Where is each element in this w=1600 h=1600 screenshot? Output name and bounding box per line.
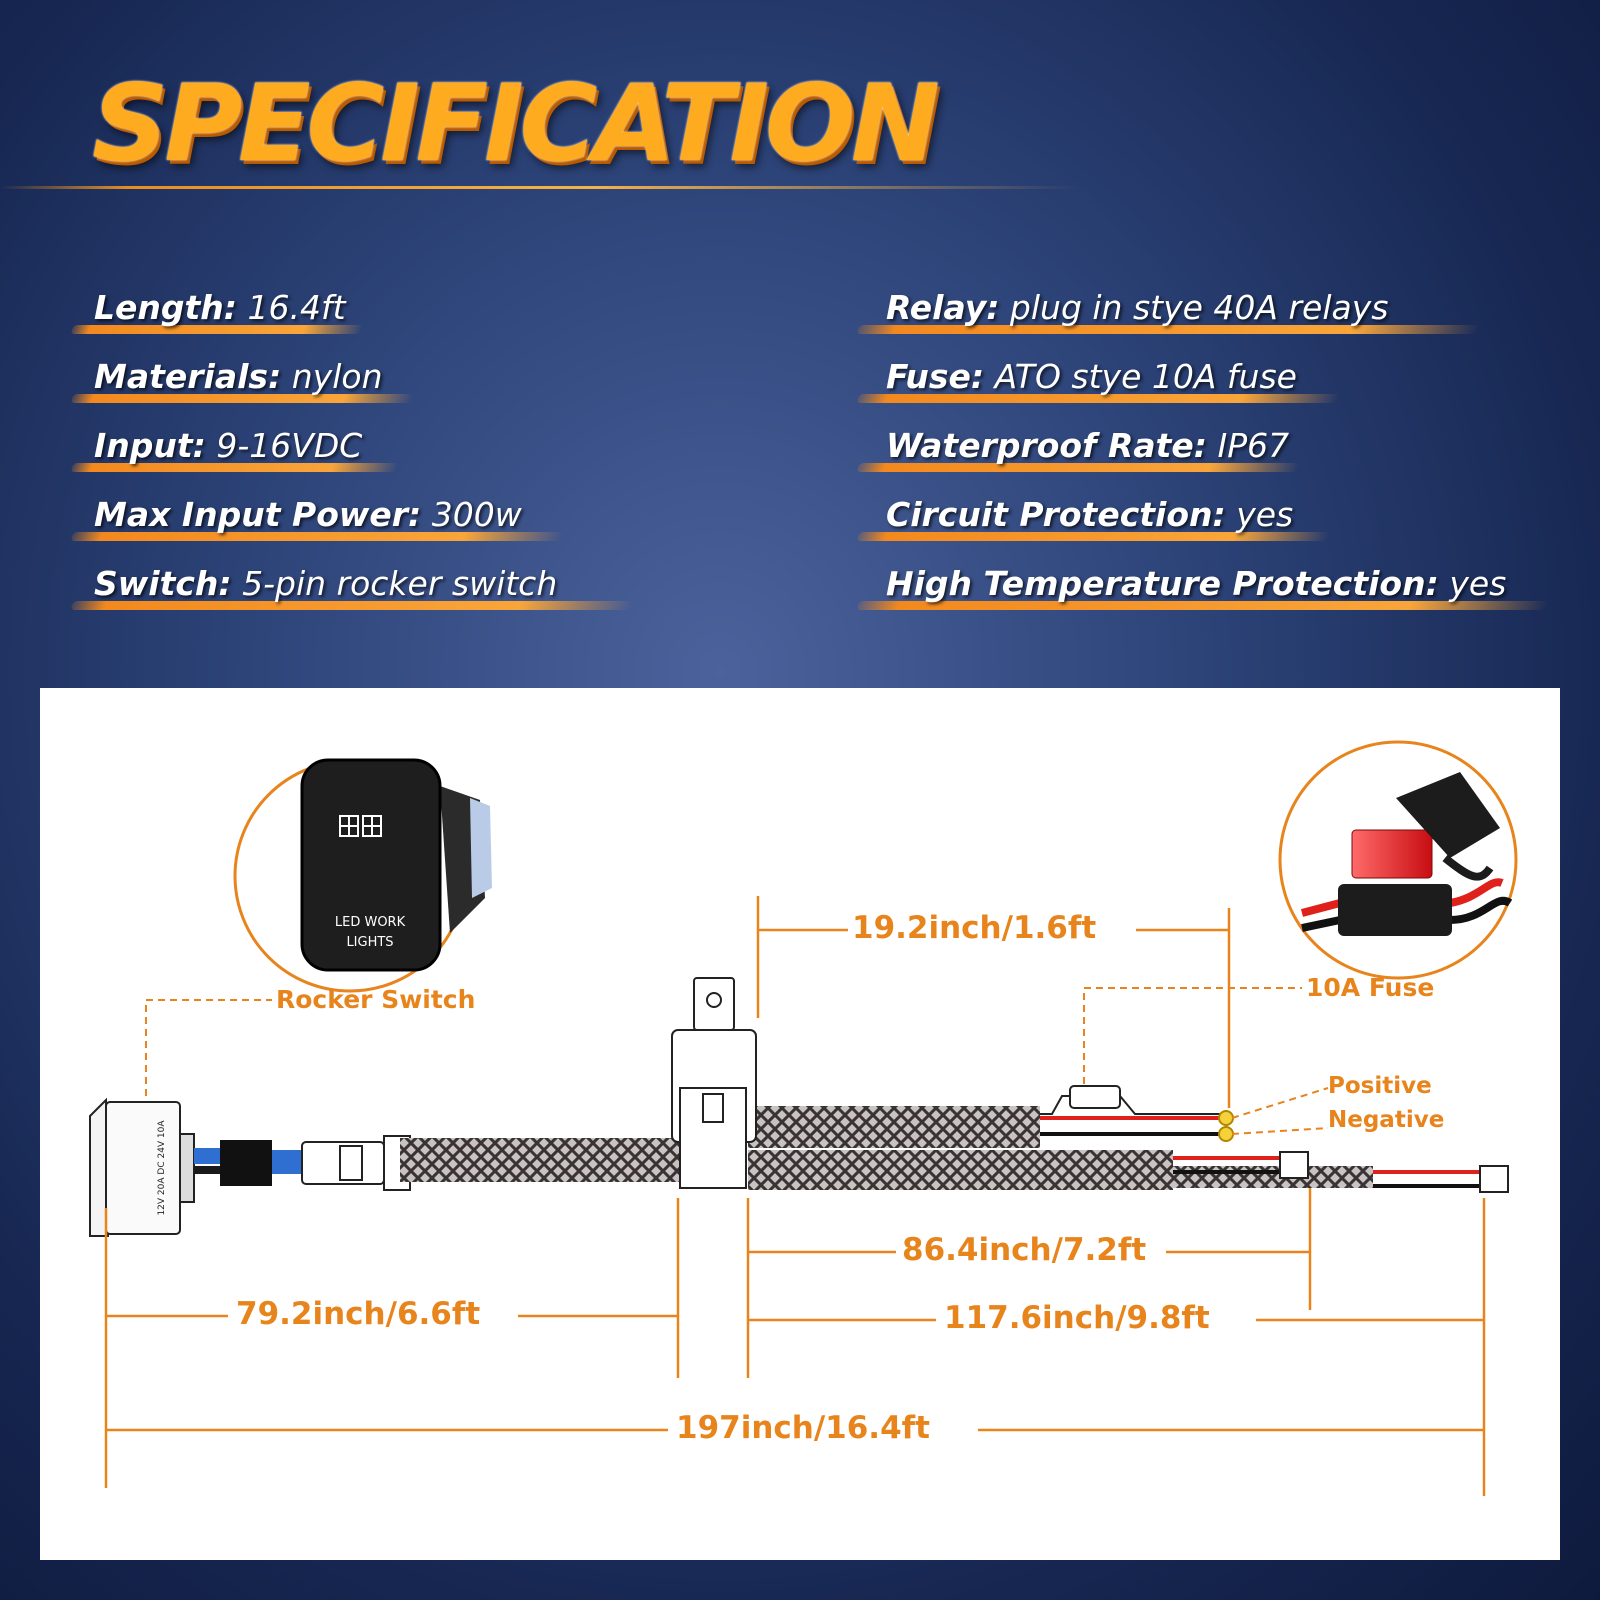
relay xyxy=(671,977,757,1189)
rocker-switch-inset: LED WORK LIGHTS xyxy=(233,758,492,993)
braided-sleeve xyxy=(748,1150,1173,1190)
spec-fuse: Fuse: ATO stye 10A fuse xyxy=(886,357,1297,397)
spec-value: ATO stye 10A fuse xyxy=(994,357,1297,396)
switch-connector: 12V 20A DC 24V 10A xyxy=(89,1097,422,1237)
rocker-switch-face xyxy=(300,758,442,972)
spec-value: IP67 xyxy=(1217,426,1290,465)
page-title: SPECIFICATION xyxy=(92,62,940,185)
spec-key: Relay: xyxy=(886,288,1000,327)
spec-value: yes xyxy=(1236,495,1294,534)
rocker-switch-label: Rocker Switch xyxy=(276,985,476,1014)
spec-value: 300w xyxy=(431,495,522,534)
spec-max-power: Max Input Power: 300w xyxy=(94,495,522,535)
spec-key: High Temperature Protection: xyxy=(886,564,1439,603)
switch-face-text: LED WORK xyxy=(335,915,406,930)
spec-key: Length: xyxy=(94,288,237,327)
positive-label: Positive xyxy=(1328,1073,1432,1099)
spec-input: Input: 9-16VDC xyxy=(94,426,362,466)
spec-key: Waterproof Rate: xyxy=(886,426,1207,465)
spec-key: Input: xyxy=(94,426,206,465)
spec-switch: Switch: 5-pin rocker switch xyxy=(94,564,557,604)
spec-length: Length: 16.4ft xyxy=(94,288,346,328)
inline-fuse-holder xyxy=(1040,1085,1234,1142)
spec-value: 9-16VDC xyxy=(216,426,363,465)
switch-rating-text: 12V 20A DC 24V 10A xyxy=(157,1120,167,1216)
spec-materials: Materials: nylon xyxy=(94,357,383,397)
spec-waterproof: Waterproof Rate: IP67 xyxy=(886,426,1289,466)
braided-sleeve xyxy=(748,1106,1040,1148)
fuse-holder xyxy=(1338,884,1452,936)
positive-terminal xyxy=(1218,1110,1234,1126)
braided-sleeve xyxy=(1173,1166,1373,1188)
fuse-label: 10A Fuse xyxy=(1306,973,1435,1002)
wiring-diagram-panel: LED WORK LIGHTS 12V 20A DC 24V 1 xyxy=(40,688,1560,1560)
spade-terminal xyxy=(1279,1151,1309,1179)
spec-high-temp-protection: High Temperature Protection: yes xyxy=(886,564,1506,604)
spec-value: nylon xyxy=(291,357,383,396)
negative-terminal xyxy=(1218,1126,1234,1142)
spec-value: yes xyxy=(1449,564,1507,603)
spec-key: Fuse: xyxy=(886,357,985,396)
dimension-switch-to-relay: 79.2inch/6.6ft xyxy=(236,1296,481,1332)
dimension-total: 197inch/16.4ft xyxy=(676,1410,930,1446)
spec-key: Switch: xyxy=(94,564,232,603)
spec-value: plug in stye 40A relays xyxy=(1009,288,1389,327)
switch-face-text: LIGHTS xyxy=(346,935,393,950)
spec-key: Circuit Protection: xyxy=(886,495,1226,534)
spec-relay: Relay: plug in stye 40A relays xyxy=(886,288,1388,328)
spec-circuit-protection: Circuit Protection: yes xyxy=(886,495,1293,535)
spec-key: Max Input Power: xyxy=(94,495,422,534)
dimension-relay-to-short-end: 86.4inch/7.2ft xyxy=(902,1232,1147,1268)
fuse-inset xyxy=(1278,740,1518,980)
spec-value: 5-pin rocker switch xyxy=(242,564,558,603)
dimension-relay-to-fuse: 19.2inch/1.6ft xyxy=(852,910,1097,946)
dimension-relay-to-long-end: 117.6inch/9.8ft xyxy=(944,1300,1210,1336)
negative-label: Negative xyxy=(1328,1107,1445,1133)
spade-terminal xyxy=(1479,1165,1509,1193)
braided-sleeve xyxy=(400,1138,680,1182)
spec-value: 16.4ft xyxy=(247,288,346,327)
title-underline xyxy=(0,186,1080,189)
dimension-lines xyxy=(104,896,1486,1496)
fuse-blade xyxy=(1351,829,1433,879)
wiring-diagram: LED WORK LIGHTS 12V 20A DC 24V 1 xyxy=(89,740,1518,1496)
spec-key: Materials: xyxy=(94,357,282,396)
fuse-cap xyxy=(1396,772,1500,858)
light-bar-icon xyxy=(339,815,382,837)
